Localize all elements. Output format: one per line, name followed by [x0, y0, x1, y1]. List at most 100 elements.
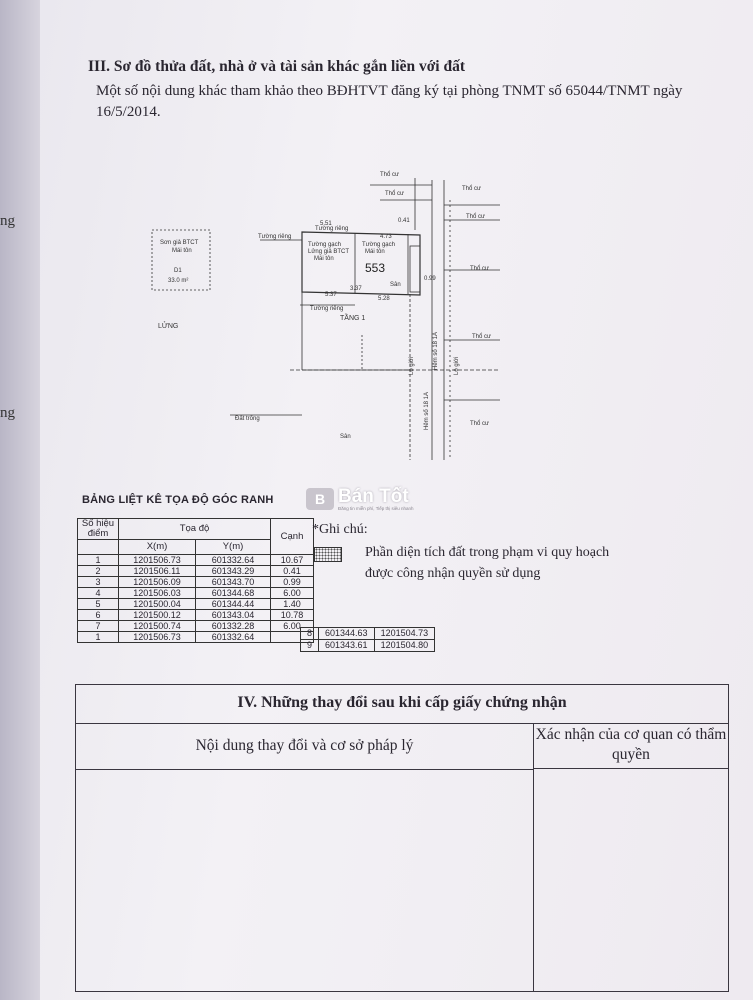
- coord-cell-y: 601343.70: [195, 576, 271, 588]
- svg-text:Thổ cư: Thổ cư: [470, 420, 489, 427]
- coord-cell-c: 1.40: [270, 598, 314, 610]
- svg-text:Hẻm số 18 1A: Hẻm số 18 1A: [433, 332, 439, 370]
- note-title: *Ghi chú:: [312, 522, 368, 537]
- svg-text:Lộ giới: Lộ giới: [454, 357, 460, 375]
- svg-text:Tường gạch: Tường gạch: [308, 242, 341, 248]
- coord-table-title: BẢNG LIỆT KÊ TỌA ĐỘ GÓC RANH: [82, 494, 274, 506]
- svg-text:5.28: 5.28: [378, 296, 390, 302]
- svg-text:Lộ giới: Lộ giới: [409, 357, 415, 375]
- header-coord: Tọa độ: [118, 518, 271, 540]
- coord-cell-y: 601344.44: [195, 598, 271, 610]
- svg-text:Mái tôn: Mái tôn: [365, 249, 385, 255]
- brand-icon: B: [306, 488, 334, 510]
- svg-text:3.37: 3.37: [350, 286, 362, 292]
- svg-text:Đất trống: Đất trống: [235, 416, 260, 422]
- svg-text:33.0 m²: 33.0 m²: [168, 278, 188, 284]
- svg-text:Thổ cư: Thổ cư: [472, 333, 491, 340]
- coord-cell-p: 1: [77, 554, 119, 566]
- brand-tagline: Đăng tin miễn phí, Tiếp thị siêu nhanh: [338, 506, 414, 511]
- coord-cell-x: 1201500.12: [118, 609, 196, 621]
- coord-cell-p: 5: [77, 598, 119, 610]
- coord-cell-y: 601343.04: [195, 609, 271, 621]
- svg-text:Hẻm số 18 1A: Hẻm số 18 1A: [424, 392, 430, 430]
- coord-cell-y: 601332.28: [195, 620, 271, 632]
- section4-title: IV. Những thay đổi sau khi cấp giấy chứn…: [76, 685, 728, 724]
- coord-cell-x: 1201500.74: [118, 620, 196, 632]
- svg-text:Thổ cư: Thổ cư: [470, 265, 489, 272]
- coord-cell-c: 0.99: [270, 576, 314, 588]
- header-x: X(m): [118, 539, 196, 555]
- svg-text:Lửng giả BTCT: Lửng giả BTCT: [308, 248, 349, 255]
- svg-text:5.37: 5.37: [325, 292, 337, 298]
- coord-cell-p: 7: [77, 620, 119, 632]
- svg-text:LỬNG: LỬNG: [158, 321, 178, 330]
- planning-hatch: [409, 245, 421, 293]
- coord-cell-y: 601332.64: [195, 631, 271, 643]
- svg-text:5.51: 5.51: [320, 221, 332, 227]
- coord-cell-y: 601332.64: [195, 554, 271, 566]
- coord-cell-x: 1201506.73: [118, 554, 196, 566]
- extra-cell-a: 601344.63: [318, 627, 375, 640]
- extra-cell-b: 1201504.80: [373, 639, 436, 652]
- extra-cell-p: 8: [299, 627, 320, 640]
- coord-cell-x: 1201506.03: [118, 587, 196, 599]
- section4-table: IV. Những thay đổi sau khi cấp giấy chứn…: [75, 684, 729, 992]
- changes-column: Nội dung thay đổi và cơ sở pháp lý: [76, 723, 534, 991]
- coord-cell-p: 4: [77, 587, 119, 599]
- header-edge: Cạnh: [270, 518, 314, 555]
- svg-text:Mái tôn: Mái tôn: [172, 248, 192, 254]
- svg-text:Tường gạch: Tường gạch: [362, 242, 395, 248]
- land-plot-diagram: Sơn giả BTCT Mái tôn D1 33.0 m² LỬNG Tườ…: [151, 171, 500, 460]
- extra-cell-a: 601343.61: [318, 639, 375, 652]
- confirmation-header: Xác nhận của cơ quan có thẩm quyền: [534, 723, 728, 769]
- previous-page-edge: ng ng: [0, 0, 40, 1000]
- svg-text:Thổ cư: Thổ cư: [462, 185, 481, 192]
- coord-cell-p: 3: [77, 576, 119, 588]
- coord-cell-x: 1201506.09: [118, 576, 196, 588]
- coord-cell-y: 601344.68: [195, 587, 271, 599]
- coord-cell-c: 6.00: [270, 587, 314, 599]
- margin-text: ng: [0, 405, 15, 421]
- svg-text:0.99: 0.99: [424, 276, 436, 282]
- extra-cell-b: 1201504.73: [373, 627, 436, 640]
- changes-header: Nội dung thay đổi và cơ sở pháp lý: [76, 723, 533, 770]
- svg-text:Sân: Sân: [340, 434, 351, 440]
- header-point: Số hiệu điểm: [77, 518, 119, 540]
- parcel-outline: [301, 231, 421, 296]
- mezzanine-outline: [151, 229, 211, 291]
- coord-cell-x: 1201500.04: [118, 598, 196, 610]
- svg-text:TẦNG 1: TẦNG 1: [340, 312, 365, 322]
- coord-cell-x: 1201506.11: [118, 565, 196, 577]
- coord-cell-p: 1: [77, 631, 119, 643]
- coord-cell-p: 6: [77, 609, 119, 621]
- svg-text:Tường riêng: Tường riêng: [258, 234, 291, 240]
- svg-text:Mái tôn: Mái tôn: [314, 256, 334, 262]
- svg-text:Sơn giả BTCT: Sơn giả BTCT: [160, 240, 199, 246]
- header-y: Y(m): [195, 539, 271, 555]
- coord-cell-p: 2: [77, 565, 119, 577]
- margin-text: ng: [0, 213, 15, 229]
- hatch-legend-swatch: [314, 547, 342, 562]
- coord-cell-x: 1201506.73: [118, 631, 196, 643]
- legend-text: Phần diện tích đất trong phạm vi quy hoạ…: [365, 545, 610, 581]
- coord-cell-c: 0.41: [270, 565, 314, 577]
- brand-name: Bán Tốt: [338, 486, 409, 507]
- coord-cell-c: 10.67: [270, 554, 314, 566]
- svg-text:Sân: Sân: [390, 282, 401, 288]
- svg-text:Tường riêng: Tường riêng: [310, 306, 343, 312]
- svg-text:553: 553: [365, 261, 385, 275]
- extra-cell-p: 9: [299, 639, 320, 652]
- watermark-logo: B Bán Tốt Đăng tin miễn phí, Tiếp thị si…: [306, 486, 446, 514]
- svg-text:Thổ cư: Thổ cư: [466, 213, 485, 220]
- svg-text:Tường riêng: Tường riêng: [315, 226, 348, 232]
- reference-text: Một số nội dung khác tham khảo theo BĐHT…: [96, 83, 683, 120]
